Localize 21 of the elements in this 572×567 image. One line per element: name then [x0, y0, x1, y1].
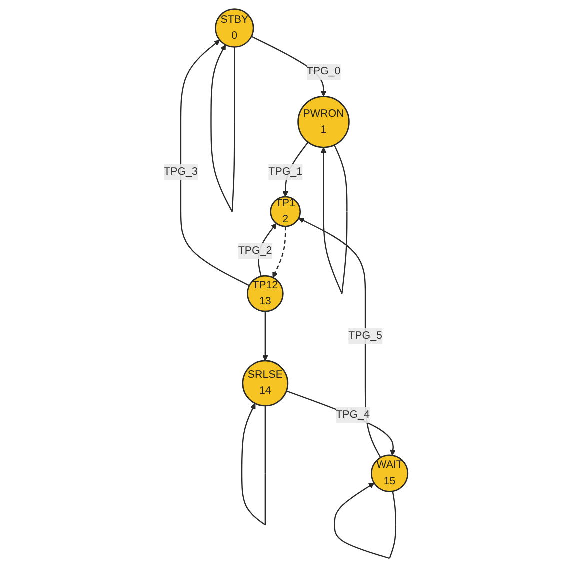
edge-label: TPG_4 [336, 408, 370, 420]
node-circle: WAIT 15 [370, 454, 409, 492]
arrow [210, 44, 236, 212]
edge-label: TPG_0 [306, 65, 341, 77]
node-circle: PWRON 1 [298, 96, 350, 148]
arrow [272, 226, 286, 278]
edge-label: TPG_1 [268, 166, 303, 178]
arrow [180, 40, 250, 286]
edge-label: TPG_3 [164, 166, 198, 178]
node-circle: TP12 13 [246, 274, 284, 312]
node-circle: STBY 0 [215, 8, 254, 48]
arrow [241, 402, 266, 526]
arrow [298, 218, 382, 458]
arrow [286, 390, 396, 456]
node-circle: SRLSE 14 [242, 360, 289, 406]
arrow [320, 144, 348, 294]
node-circle: TP1 2 [270, 196, 302, 227]
arrow [334, 482, 396, 559]
edge-label: TPG_2 [238, 244, 272, 256]
edge-label: TPG_5 [348, 330, 382, 342]
arrow [262, 311, 268, 361]
